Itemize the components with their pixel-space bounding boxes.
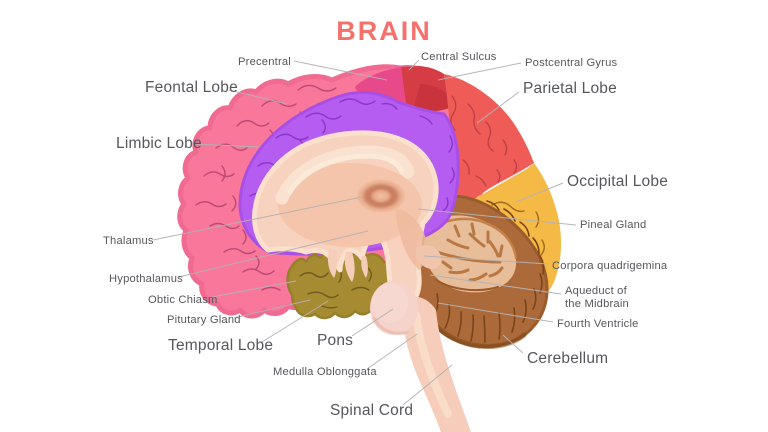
label-postcentral-gyrus: Postcentral Gyrus xyxy=(525,57,618,69)
label-frontal-lobe: Feontal Lobe xyxy=(145,79,238,96)
label-obtic-chiasm: Obtic Chiasm xyxy=(148,294,218,306)
leader-lines xyxy=(152,59,577,406)
corpora-quadrigemina-bump xyxy=(416,245,442,270)
label-precentral: Precentral xyxy=(238,56,291,68)
label-temporal-lobe: Temporal Lobe xyxy=(168,337,274,354)
central-sulcus-region xyxy=(401,66,449,112)
label-parietal-lobe: Parietal Lobe xyxy=(523,80,617,97)
label-thalamus: Thalamus xyxy=(103,235,154,247)
cerebellum-region xyxy=(412,194,549,350)
label-cerebellum: Cerebellum xyxy=(527,350,609,367)
label-pons: Pons xyxy=(317,332,354,349)
label-fourth-ventricle: Fourth Ventricle xyxy=(557,318,639,330)
label-occipital-lobe: Occipital Lobe xyxy=(567,173,669,190)
brainstem-region xyxy=(370,281,471,432)
label-hypothalamus: Hypothalamus xyxy=(109,273,183,285)
corpus-callosum xyxy=(275,145,415,205)
label-pineal-gland: Pineal Gland xyxy=(580,219,647,231)
page-title: BRAIN xyxy=(336,16,432,46)
inner-brain-region xyxy=(252,130,442,310)
label-central-sulcus: Central Sulcus xyxy=(421,51,497,63)
label-limbic-lobe: Limbic Lobe xyxy=(116,135,202,152)
label-medulla-oblonggata: Medulla Oblonggata xyxy=(273,366,377,378)
thalamus-ring xyxy=(356,179,406,213)
label-pitutary-gland: Pitutary Gland xyxy=(167,314,241,326)
label-corpora-quadrigemina: Corpora quadrigemina xyxy=(552,260,668,272)
label-spinal-cord: Spinal Cord xyxy=(330,402,414,419)
cerebellum-arbor-vitae xyxy=(424,215,517,293)
